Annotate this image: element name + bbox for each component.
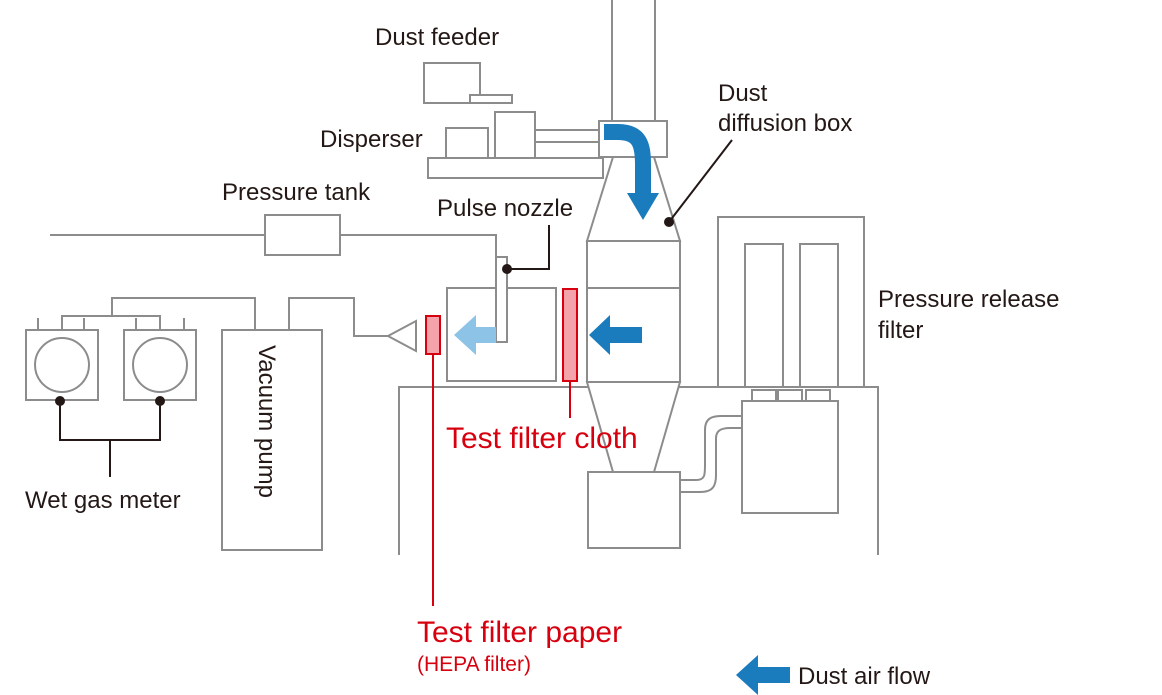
test-filter-paper xyxy=(425,315,441,606)
label-dust-feeder: Dust feeder xyxy=(375,24,499,51)
leader-lines xyxy=(55,139,733,477)
arrow-left-icon xyxy=(736,655,790,695)
vertical-duct xyxy=(611,0,656,121)
label-dust-diffusion-box-1: Dust xyxy=(718,80,768,107)
label-pressure-release-filter-2: filter xyxy=(878,317,923,344)
vacuum-pump xyxy=(221,329,323,551)
test-filter-cloth xyxy=(562,288,578,418)
label-dust-diffusion-box-2: diffusion box xyxy=(718,110,852,137)
pressure-release-filter xyxy=(717,216,865,514)
dust-collection-box xyxy=(587,471,681,549)
pulse-nozzle xyxy=(495,256,508,343)
label-disperser: Disperser xyxy=(320,126,423,153)
disperser xyxy=(427,111,604,179)
suction-nozzle xyxy=(288,297,417,353)
arrow-left-icon xyxy=(454,315,496,355)
pressure-tank xyxy=(50,214,497,257)
arrow-left-icon xyxy=(589,315,642,355)
label-pressure-tank: Pressure tank xyxy=(222,179,371,206)
label-pressure-release-filter-1: Pressure release xyxy=(878,286,1059,313)
connecting-pipes xyxy=(680,415,742,493)
label-test-filter-cloth: Test filter cloth xyxy=(446,422,638,455)
curved-arrow-down-icon xyxy=(604,124,659,220)
label-test-filter-paper: Test filter paper xyxy=(417,616,622,649)
label-wet-gas-meter: Wet gas meter xyxy=(25,487,181,514)
label-pulse-nozzle: Pulse nozzle xyxy=(437,195,573,222)
wet-gas-meters xyxy=(25,297,256,401)
legend-dust-air-flow: Dust air flow xyxy=(798,663,931,690)
label-hepa-filter: (HEPA filter) xyxy=(417,653,531,676)
main-column xyxy=(586,240,681,383)
dust-feeder xyxy=(423,62,513,104)
label-vacuum-pump: Vacuum pump xyxy=(253,345,280,498)
